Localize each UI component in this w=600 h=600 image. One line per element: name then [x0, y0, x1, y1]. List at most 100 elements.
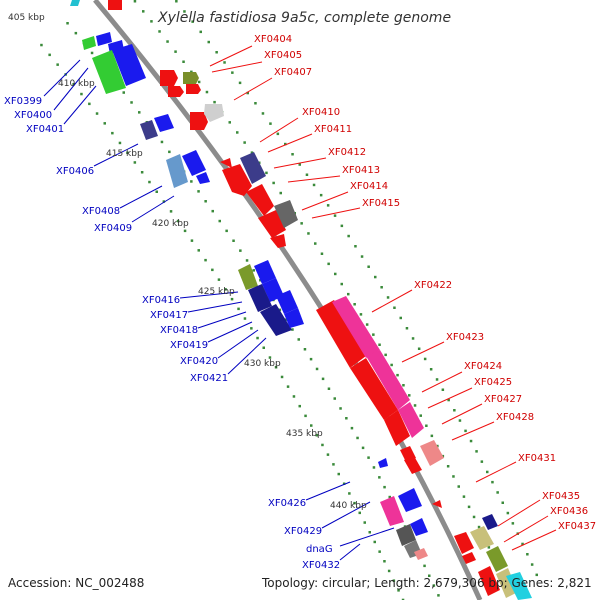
scale-dot [190, 70, 193, 74]
scale-dot [399, 316, 402, 320]
gene-label[interactable]: XF0432 [302, 560, 340, 571]
gene-arrow [154, 114, 174, 132]
scale-dot [321, 377, 325, 381]
scale-dot [309, 357, 313, 361]
gene-arrow [92, 50, 126, 94]
gene-label[interactable]: XF0427 [484, 394, 522, 405]
scale-dot [250, 327, 253, 330]
scale-dot [148, 180, 151, 184]
gene-label[interactable]: XF0425 [474, 377, 512, 388]
scale-dot [298, 404, 301, 408]
scale-dot [126, 151, 129, 154]
scale-dot [155, 190, 158, 193]
gene-label[interactable]: XF0405 [264, 50, 302, 61]
gene-label[interactable]: XF0410 [302, 107, 340, 118]
scale-dot [191, 20, 194, 23]
gene-arrow [140, 120, 158, 140]
gene-label[interactable]: XF0428 [496, 412, 534, 423]
scale-dot [411, 337, 415, 340]
gene-label[interactable]: XF0408 [82, 206, 120, 217]
scale-dot [292, 395, 296, 398]
scale-dot [383, 560, 386, 563]
gene-label[interactable]: XF0413 [342, 165, 380, 176]
tick-label: 410 kbp [58, 79, 95, 89]
gene-label[interactable]: XF0429 [284, 526, 322, 537]
gene-label[interactable]: XF0407 [274, 67, 312, 78]
gene-label[interactable]: XF0401 [26, 124, 64, 135]
scale-dot [350, 426, 354, 430]
scale-dot [332, 463, 335, 466]
scale-dot [363, 521, 366, 524]
gene-label[interactable]: XF0406 [56, 166, 94, 177]
tick-label: 435 kbp [286, 429, 323, 439]
scale-dot [486, 470, 489, 474]
scale-dot [232, 239, 235, 242]
scale-dot [467, 505, 471, 509]
scale-dot [138, 111, 141, 114]
gene-label[interactable]: XF0411 [314, 124, 352, 135]
gene-label[interactable]: XF0417 [150, 310, 188, 321]
scale-dot [237, 307, 240, 311]
gene-label[interactable]: XF0419 [170, 340, 208, 351]
gene-arrow [222, 164, 252, 196]
scale-dot [95, 112, 99, 115]
gene-label[interactable]: XF0412 [328, 147, 366, 158]
gene-label[interactable]: XF0418 [160, 325, 198, 336]
gene-label[interactable]: XF0416 [142, 295, 180, 306]
scale-dot [368, 531, 371, 534]
scale-dot [360, 255, 364, 258]
scale-dot [405, 327, 409, 330]
gene-label[interactable]: XF0409 [94, 223, 132, 234]
gene-label[interactable]: XF0435 [542, 491, 580, 502]
scale-dot [396, 373, 399, 377]
scale-dot [80, 92, 83, 96]
scale-dot [158, 30, 161, 33]
gene-label[interactable]: XF0414 [350, 181, 388, 192]
gene-label[interactable]: XF0426 [268, 498, 306, 509]
scale-dot [265, 171, 268, 175]
scale-dot [354, 245, 357, 248]
scale-dot [480, 460, 484, 463]
gene-label[interactable]: XF0399 [4, 96, 42, 107]
scale-dot [262, 346, 265, 349]
scale-dot [183, 229, 187, 233]
accession-text: Accession: NC_002488 [8, 576, 144, 590]
scale-dot [430, 434, 434, 438]
gene-label[interactable]: XF0424 [464, 361, 502, 372]
gene-label[interactable]: XF0421 [190, 373, 228, 384]
scale-dot [392, 579, 396, 582]
scale-dot [315, 434, 319, 437]
scale-dot [162, 200, 166, 203]
scale-dot [176, 219, 180, 223]
scale-dot [272, 181, 275, 185]
gene-label[interactable]: XF0404 [254, 34, 292, 45]
gene-label[interactable]: XF0415 [362, 198, 400, 209]
gene-label[interactable]: XF0423 [446, 332, 484, 343]
scale-dot [458, 419, 462, 422]
scale-dot [321, 443, 324, 447]
scale-dot [239, 249, 242, 252]
gene-label[interactable]: XF0431 [518, 453, 556, 464]
scale-dot [310, 424, 313, 427]
gene-label[interactable]: XF0420 [180, 356, 218, 367]
gene-label[interactable]: dnaG [306, 544, 333, 555]
gene-label[interactable]: XF0400 [14, 110, 52, 121]
gene-label[interactable]: XF0436 [550, 506, 588, 517]
gene-label[interactable]: XF0437 [558, 521, 596, 532]
scale-dot [367, 456, 370, 459]
scale-dot [378, 550, 381, 553]
scale-dot [130, 101, 133, 104]
tick-label: 420 kbp [152, 219, 189, 229]
scale-dot [111, 131, 114, 135]
scale-dot [496, 491, 499, 494]
scale-dot [207, 40, 210, 44]
gene-arrow [196, 172, 210, 184]
scale-dot [190, 180, 193, 183]
scale-dot [384, 353, 387, 357]
gene-label[interactable]: XF0422 [414, 280, 452, 291]
gene-arrow [160, 70, 178, 86]
scale-dot [441, 388, 445, 391]
scale-dot [374, 275, 377, 279]
forward-gene-labels: XF0404 XF0405 XF0407 XF0410 XF0411 XF041… [254, 34, 596, 532]
